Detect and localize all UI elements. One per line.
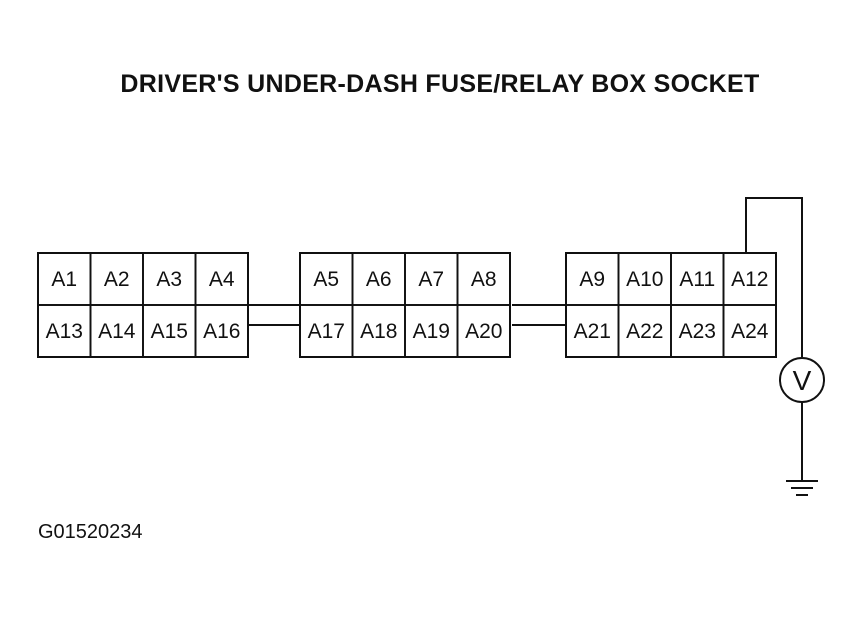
pin-label-a3: A3 bbox=[156, 268, 182, 291]
pin-label-a9: A9 bbox=[579, 268, 605, 291]
pin-label-a20: A20 bbox=[465, 320, 502, 343]
pin-label-a10: A10 bbox=[626, 268, 663, 291]
pin-label-a22: A22 bbox=[626, 320, 663, 343]
pin-cell-a24 bbox=[722, 304, 777, 358]
pin-label-a11: A11 bbox=[679, 268, 715, 291]
figure-id: G01520234 bbox=[38, 521, 143, 543]
pin-label-a1: A1 bbox=[51, 268, 77, 291]
voltmeter-symbol: V bbox=[793, 365, 812, 396]
pin-label-a4: A4 bbox=[209, 268, 235, 291]
pin-label-a6: A6 bbox=[366, 268, 392, 291]
pin-label-a15: A15 bbox=[151, 320, 188, 343]
pin-label-a13: A13 bbox=[46, 320, 83, 343]
pin-label-a19: A19 bbox=[413, 320, 450, 343]
pin-label-a21: A21 bbox=[574, 320, 611, 343]
pin-label-a14: A14 bbox=[98, 320, 136, 343]
pin-label-a23: A23 bbox=[679, 320, 716, 343]
pin-label-a7: A7 bbox=[418, 268, 444, 291]
pin-label-a12: A12 bbox=[731, 268, 768, 291]
pin-cell-a20 bbox=[456, 304, 511, 358]
probe-wire bbox=[745, 197, 803, 357]
meter-circuit bbox=[745, 197, 825, 496]
pin-cell-a16 bbox=[194, 304, 249, 358]
diagram-title: DRIVER'S UNDER-DASH FUSE/RELAY BOX SOCKE… bbox=[120, 70, 760, 98]
pin-label-a2: A2 bbox=[104, 268, 130, 291]
jumper-wires bbox=[248, 304, 566, 326]
pin-label-a24: A24 bbox=[731, 320, 769, 343]
pin-label-a16: A16 bbox=[203, 320, 240, 343]
pin-label-a18: A18 bbox=[360, 320, 397, 343]
pin-label-a5: A5 bbox=[313, 268, 339, 291]
pin-label-a17: A17 bbox=[308, 320, 345, 343]
pin-label-a8: A8 bbox=[471, 268, 497, 291]
